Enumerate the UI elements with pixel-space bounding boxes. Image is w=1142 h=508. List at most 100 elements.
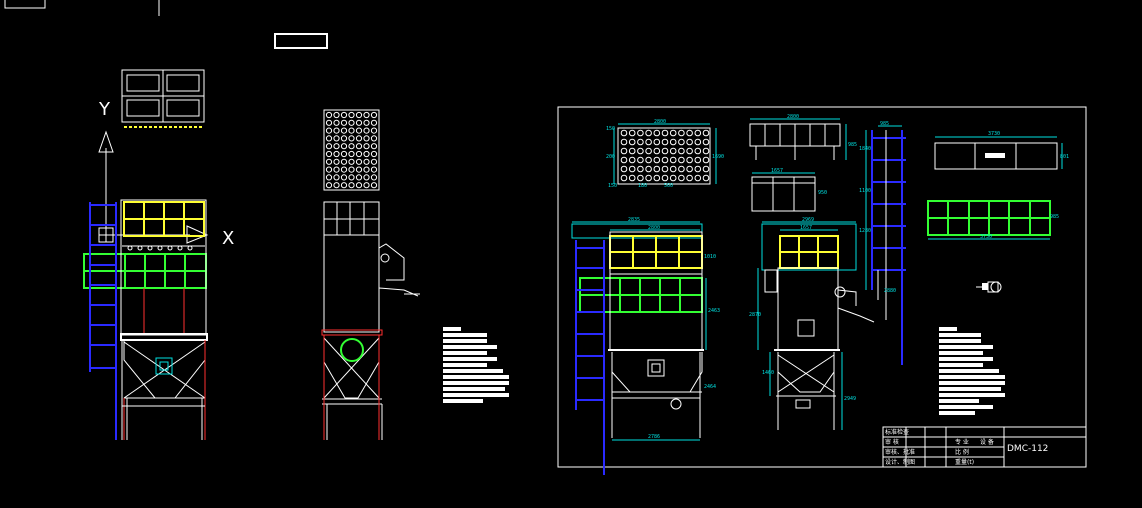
filter-hole: [370, 135, 378, 142]
filter-hole: [348, 143, 355, 150]
drawing-sheet: 2800 150 200 150 180 560 1690 2800 985: [557, 106, 1087, 475]
svg-text:1657: 1657: [771, 168, 783, 174]
filter-hole: [669, 165, 677, 173]
filter-hole: [661, 174, 669, 182]
filter-hole: [363, 111, 370, 119]
filter-hole: [333, 127, 340, 134]
filter-hole: [645, 174, 652, 182]
filter-hole: [678, 174, 685, 182]
filter-hole: [325, 174, 333, 181]
filter-hole: [363, 143, 370, 150]
sheet-plan-view: 2800 150 200 150 180 560 1690: [606, 119, 724, 189]
x-axis-label: X: [222, 228, 234, 249]
svg-text:2786: 2786: [648, 434, 660, 440]
filter-hole: [340, 150, 348, 158]
filter-hole: [348, 158, 355, 165]
filter-hole: [355, 119, 363, 126]
dim-plan-width: 2800: [654, 119, 666, 125]
filter-hole: [355, 143, 363, 150]
svg-text:1100: 1100: [859, 188, 871, 194]
filter-hole: [325, 150, 333, 158]
filter-hole: [363, 127, 370, 134]
svg-text:2949: 2949: [844, 396, 856, 402]
filter-hole: [363, 135, 370, 142]
filter-hole: [637, 156, 644, 164]
filter-hole: [340, 119, 348, 126]
filter-hole: [669, 147, 677, 155]
filter-hole: [702, 174, 710, 182]
filter-hole: [325, 111, 333, 119]
filter-hole: [333, 158, 340, 165]
filter-hole: [340, 127, 348, 134]
svg-text:180: 180: [638, 183, 647, 189]
filter-hole: [661, 165, 669, 173]
filter-hole: [363, 150, 370, 158]
svg-text:985: 985: [1050, 214, 1059, 220]
filter-hole: [333, 150, 340, 158]
filter-hole: [653, 156, 661, 164]
filter-hole: [370, 119, 378, 126]
left-top-plan: [121, 69, 205, 128]
svg-text:设计、制图: 设计、制图: [885, 458, 915, 466]
filter-hole: [637, 147, 644, 155]
filter-hole: [678, 165, 685, 173]
filter-hole: [661, 138, 669, 146]
filter-hole: [333, 174, 340, 181]
filter-hole: [620, 147, 628, 155]
sheet-right-green-view: 3730 985: [927, 200, 1059, 240]
svg-text:2463: 2463: [708, 308, 720, 314]
filter-hole: [363, 182, 370, 189]
svg-text:150: 150: [608, 183, 617, 189]
filter-hole: [686, 138, 693, 146]
filter-hole: [348, 150, 355, 158]
svg-text:150: 150: [606, 126, 615, 132]
filter-hole: [702, 138, 710, 146]
filter-hole: [370, 150, 378, 158]
filter-hole: [333, 166, 340, 173]
filter-hole: [620, 165, 628, 173]
right-notes-block: [939, 327, 1005, 415]
filter-hole: [645, 156, 652, 164]
left-legs: [121, 340, 206, 440]
filter-hole: [355, 150, 363, 158]
left-notes-block: [443, 327, 509, 403]
sheet-right-top-view: 3730 801: [934, 131, 1069, 170]
filter-hole: [355, 174, 363, 181]
filter-hole: [340, 135, 348, 142]
filter-hole: [694, 129, 702, 137]
filter-hole: [686, 165, 693, 173]
filter-hole: [694, 174, 702, 182]
svg-text:1657: 1657: [800, 225, 812, 231]
svg-text:1280: 1280: [859, 228, 871, 234]
filter-hole: [702, 129, 710, 137]
filter-hole: [363, 166, 370, 173]
filter-hole: [333, 119, 340, 126]
filter-hole: [661, 156, 669, 164]
svg-text:2835: 2835: [628, 217, 640, 223]
svg-text:3730: 3730: [988, 131, 1000, 137]
svg-text:2969: 2969: [802, 217, 814, 223]
svg-text:比 例: 比 例: [955, 448, 969, 456]
filter-hole: [620, 138, 628, 146]
left-green-frame: [83, 253, 207, 289]
small-top-part: [274, 33, 328, 49]
left-hopper: [120, 333, 208, 399]
sheet-border: [557, 106, 1087, 468]
filter-hole: [325, 127, 333, 134]
filter-hole: [355, 158, 363, 165]
filter-hole: [661, 147, 669, 155]
filter-hole: [325, 143, 333, 150]
sheet-side-view: 2969 1657 2870 1460: [749, 217, 875, 430]
filter-hole: [355, 111, 363, 119]
svg-text:审 核: 审 核: [885, 438, 899, 446]
svg-text:设 备: 设 备: [980, 438, 994, 446]
filter-hole: [678, 156, 685, 164]
filter-hole: [348, 174, 355, 181]
filter-hole: [653, 174, 661, 182]
filter-hole: [363, 174, 370, 181]
filter-hole: [355, 182, 363, 189]
filter-hole: [370, 127, 378, 134]
filter-hole: [628, 129, 636, 137]
svg-text:2800: 2800: [787, 114, 799, 120]
